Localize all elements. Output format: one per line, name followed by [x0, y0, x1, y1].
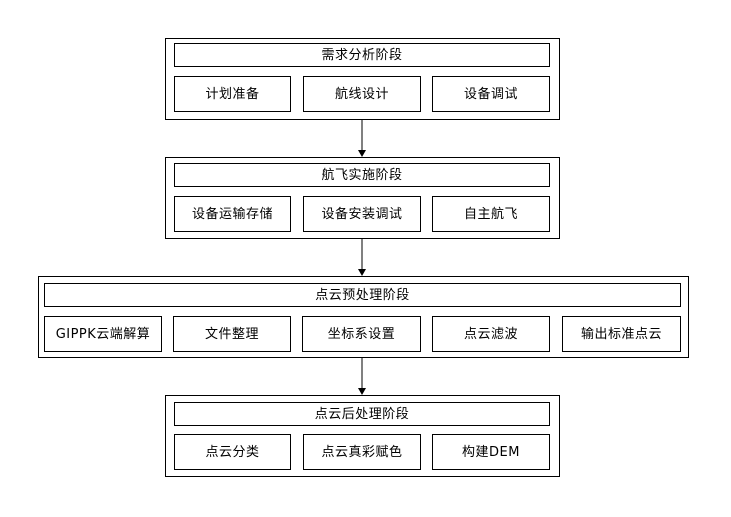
step-box: 设备安装调试	[303, 196, 421, 232]
stage-title: 点云预处理阶段	[44, 283, 681, 307]
stage-title: 航飞实施阶段	[174, 163, 550, 187]
step-box: 设备调试	[432, 76, 550, 112]
step-box: 文件整理	[173, 316, 291, 352]
step-box: 坐标系设置	[302, 316, 421, 352]
step-box: 航线设计	[303, 76, 421, 112]
step-box: 输出标准点云	[562, 316, 681, 352]
stage-title: 点云后处理阶段	[174, 402, 550, 426]
step-box: 设备运输存储	[174, 196, 291, 232]
step-box: 自主航飞	[432, 196, 550, 232]
step-box: GIPPK云端解算	[44, 316, 162, 352]
step-box: 点云滤波	[432, 316, 550, 352]
step-box: 计划准备	[174, 76, 291, 112]
step-box: 点云分类	[174, 434, 291, 470]
arrow-stage2-to-stage3	[358, 239, 366, 276]
step-box: 构建DEM	[432, 434, 550, 470]
stage-title: 需求分析阶段	[174, 43, 550, 67]
step-box: 点云真彩赋色	[303, 434, 421, 470]
arrow-stage1-to-stage2	[358, 120, 366, 157]
arrow-stage3-to-stage4	[358, 358, 366, 395]
